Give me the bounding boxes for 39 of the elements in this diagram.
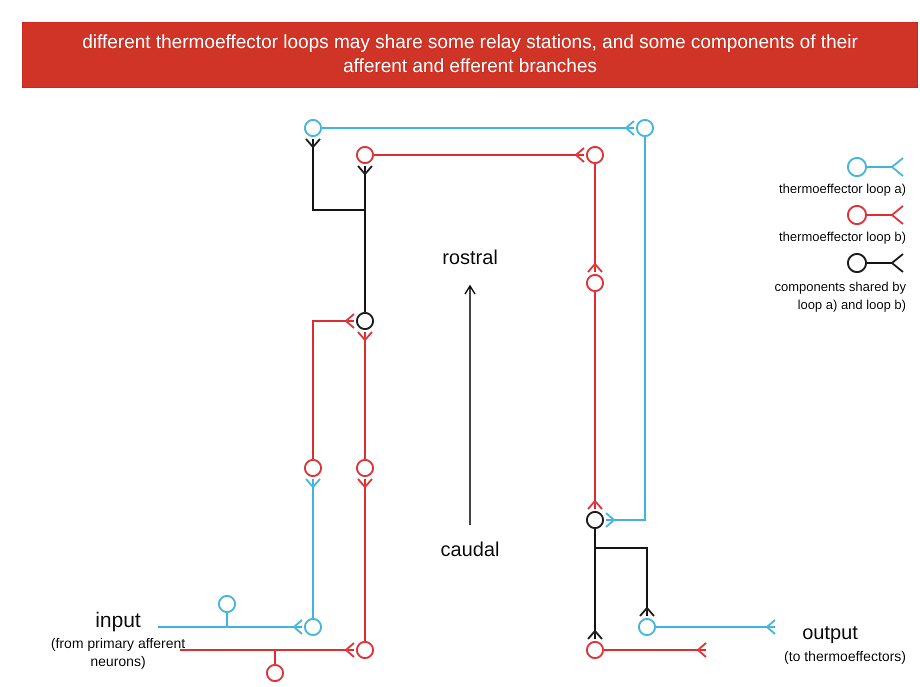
- cell-body-circle: [356, 146, 374, 164]
- cell-body-circle: [356, 641, 374, 659]
- input-note: (from primary afferent neurons): [50, 634, 186, 670]
- cell-body-circle: [356, 459, 374, 477]
- cell-body-circle: [586, 511, 604, 529]
- title: different thermoeffector loops may share some relay stations, and some components of their afferent and efferent branches: [81, 31, 859, 79]
- axon-connector: [587, 529, 603, 640]
- axon-connector: [357, 478, 373, 641]
- axon-connector: [274, 642, 355, 664]
- cell-body-circle: [586, 641, 604, 659]
- cell-body-circle: [304, 459, 322, 477]
- cell-body-circle: [356, 312, 374, 330]
- legend-text: components shared by loop a) and loop b): [773, 278, 906, 314]
- cell-body-circle: [304, 119, 322, 137]
- axon-connector: [305, 478, 321, 618]
- axon-connector: [226, 613, 303, 635]
- cell-body-circle: [636, 119, 654, 137]
- axon-connector: [587, 292, 603, 510]
- input-label: input: [94, 608, 142, 633]
- output-label: output: [801, 621, 859, 645]
- axon-connector: [604, 642, 707, 658]
- cell-body-circle: [266, 664, 284, 682]
- legend-text: thermoeffector loop a): [778, 180, 906, 198]
- cell-body-circle: [586, 274, 604, 292]
- direction-label: caudal: [440, 538, 500, 562]
- output-note: (to thermoeffectors): [783, 647, 907, 665]
- cell-body-circle: [638, 618, 656, 636]
- cell-body-circle: [586, 146, 604, 164]
- axon-connector: [656, 619, 776, 635]
- axon-connector: [322, 120, 635, 136]
- axon-connector: [587, 164, 603, 273]
- axon-connector: [357, 331, 373, 459]
- cell-body-circle: [218, 595, 236, 613]
- axon-connector: [312, 313, 355, 459]
- axon-connector: [605, 137, 646, 528]
- axon-connector: [374, 147, 585, 163]
- direction-label: rostral: [441, 246, 499, 270]
- legend-text: thermoeffector loop b): [778, 228, 906, 246]
- cell-body-circle: [304, 618, 322, 636]
